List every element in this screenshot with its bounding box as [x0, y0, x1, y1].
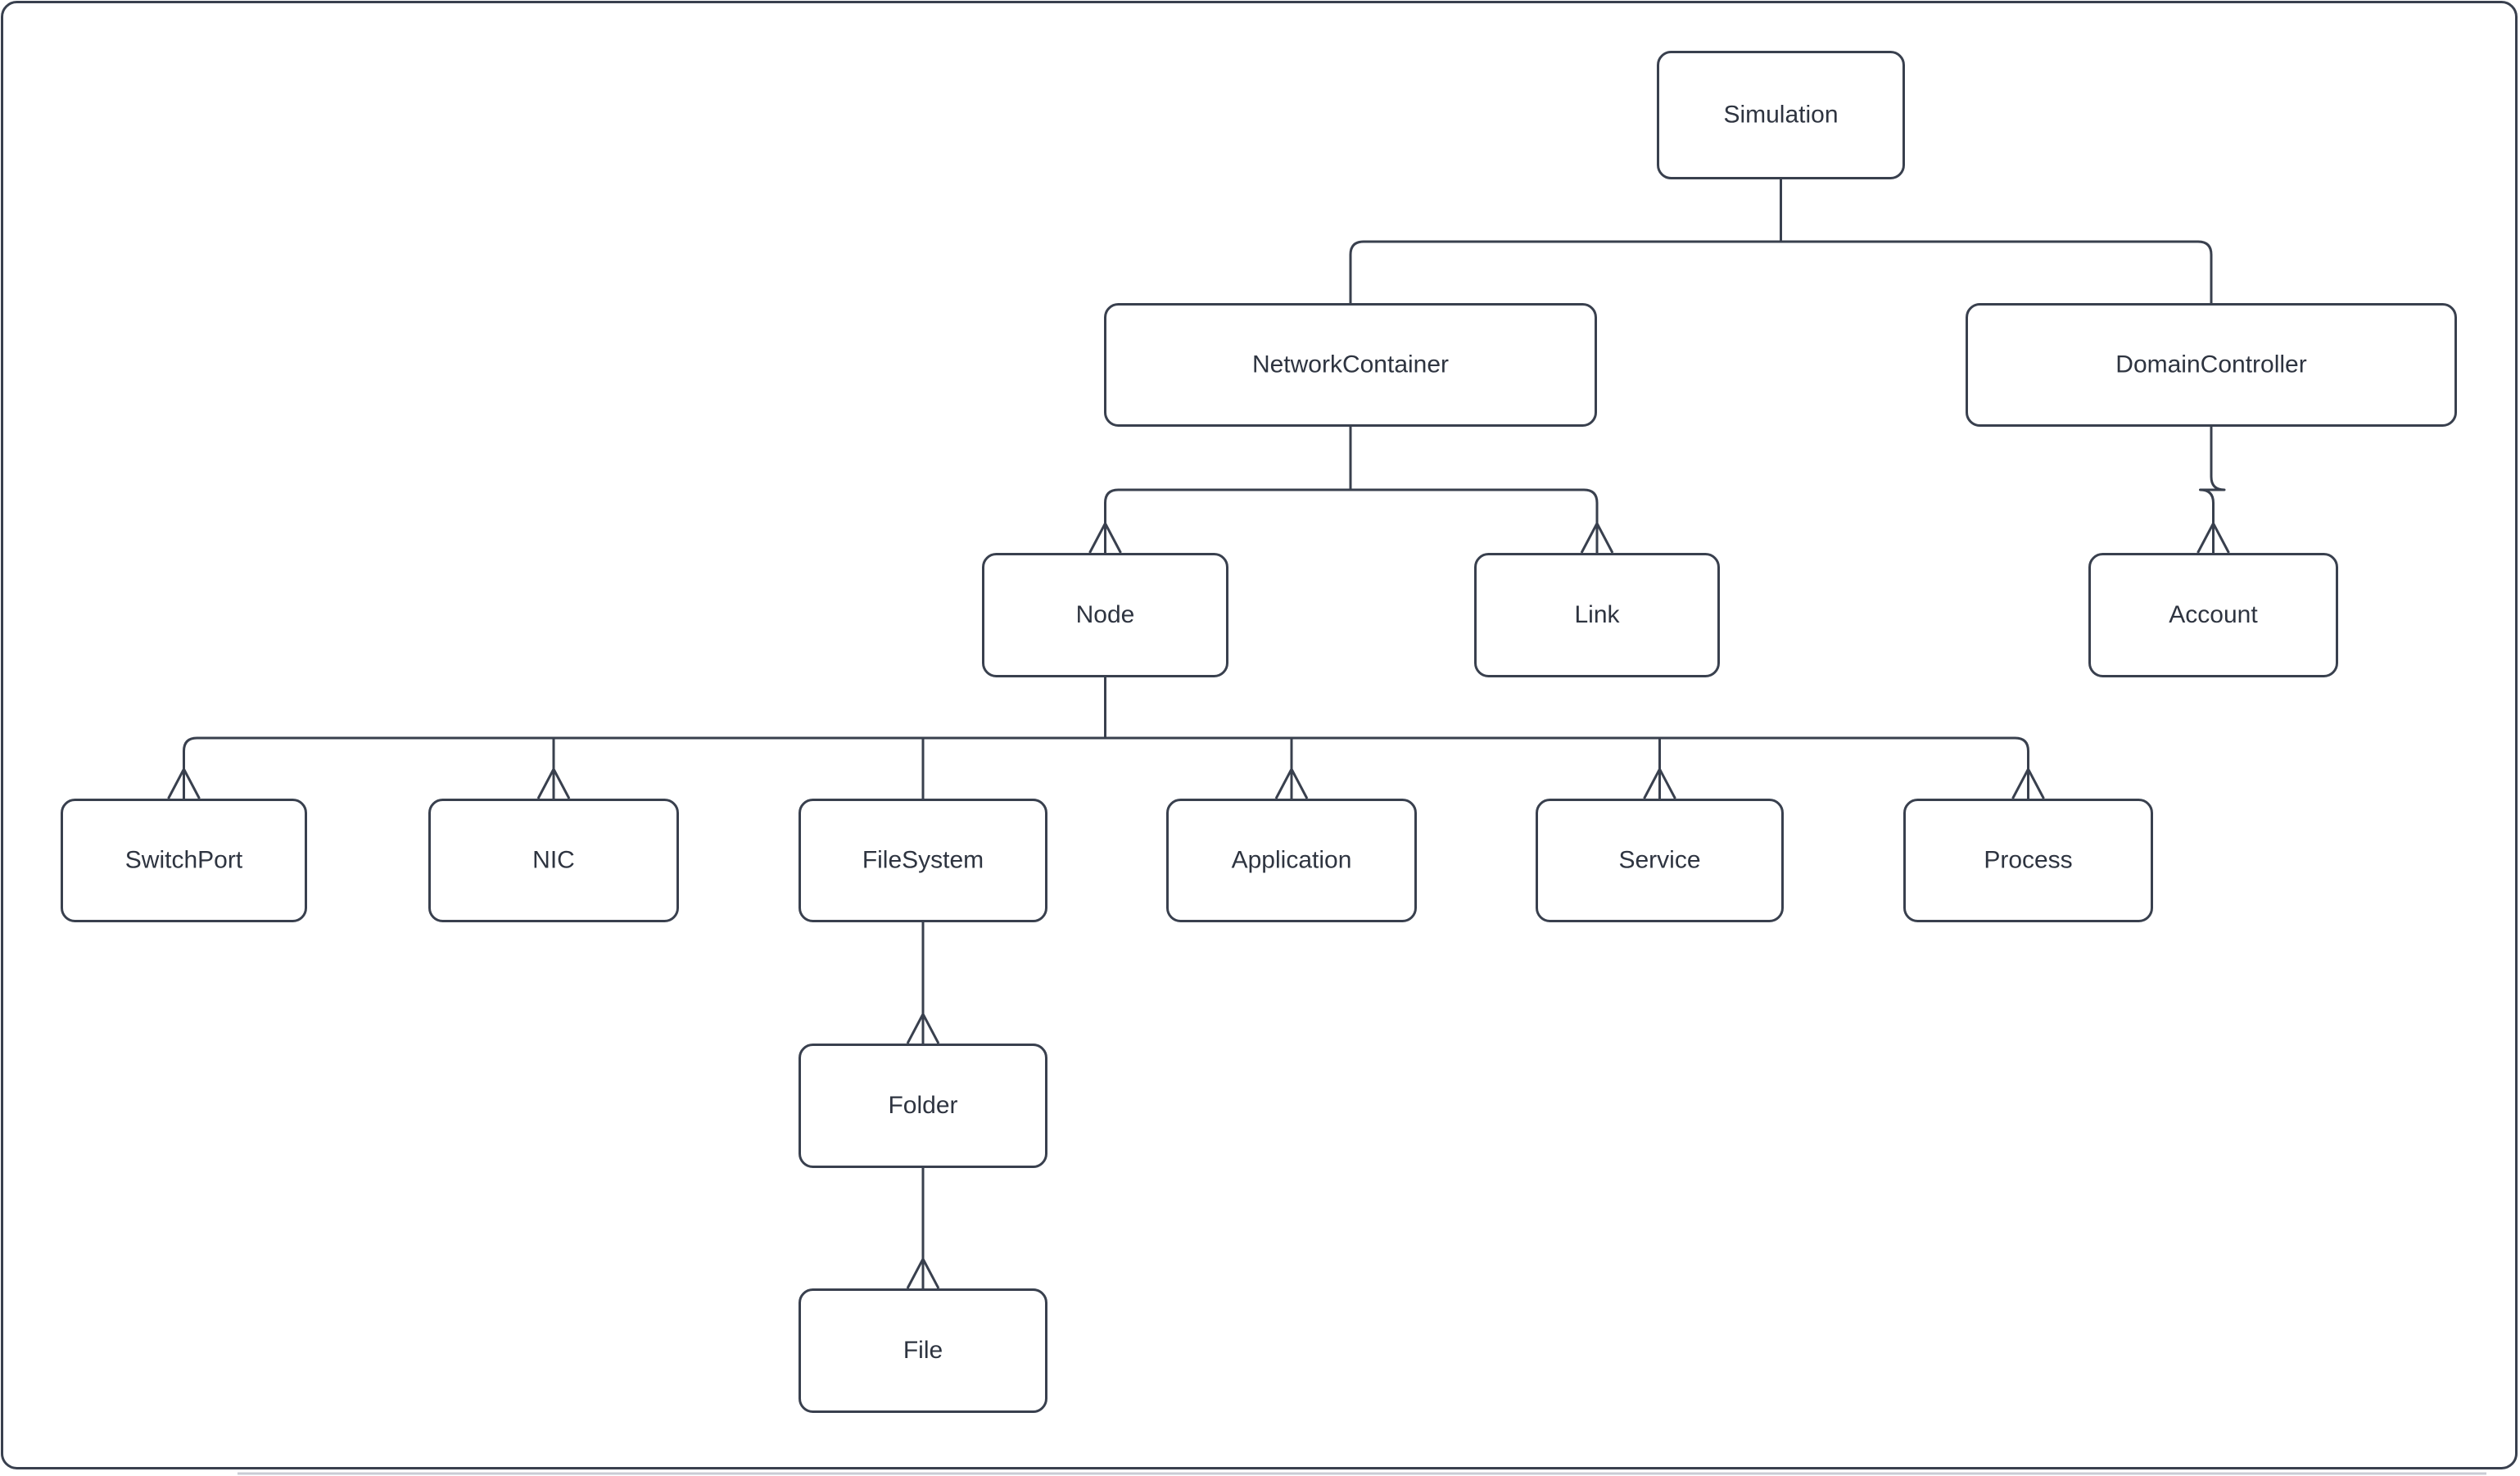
class-box-service[interactable]: Service	[1536, 799, 1784, 922]
class-box-label-filesystem: FileSystem	[862, 846, 984, 873]
arrowhead-node	[1088, 520, 1122, 554]
class-box-label-service: Service	[1618, 846, 1700, 873]
edge-simulation-to-domaincontroller	[2197, 240, 2213, 303]
class-box-label-networkcontainer: NetworkContainer	[1252, 351, 1449, 378]
class-box-filesystem[interactable]: FileSystem	[799, 799, 1047, 922]
edge-networkcontainer-to-link	[1583, 488, 1599, 553]
class-box-label-process: Process	[1984, 846, 2072, 873]
class-box-label-domaincontroller: DomainController	[2115, 351, 2306, 378]
class-box-folder[interactable]: Folder	[799, 1044, 1047, 1168]
class-box-rect-folder	[799, 1044, 1047, 1168]
class-box-process[interactable]: Process	[1903, 799, 2153, 922]
class-box-rect-domaincontroller	[1966, 303, 2457, 427]
arrowhead-process	[2011, 766, 2045, 799]
class-box-rect-filesystem	[799, 799, 1047, 922]
class-box-rect-account	[2088, 553, 2338, 677]
arrowhead-link	[1580, 520, 1614, 554]
class-box-networkcontainer[interactable]: NetworkContainer	[1104, 303, 1597, 427]
edge-node-to-process	[2015, 736, 2029, 799]
arrowhead-switchport	[167, 766, 201, 799]
class-box-account[interactable]: Account	[2088, 553, 2338, 677]
class-box-label-switchport: SwitchPort	[125, 846, 243, 873]
class-box-rect-service	[1536, 799, 1784, 922]
arrowhead-application	[1274, 766, 1309, 799]
class-box-label-node: Node	[1076, 601, 1135, 628]
edge-domaincontroller-to-account	[2199, 427, 2226, 553]
class-box-nic[interactable]: NIC	[428, 799, 679, 922]
arrowhead-folder	[906, 1011, 940, 1044]
class-box-switchport[interactable]: SwitchPort	[61, 799, 307, 922]
class-box-application[interactable]: Application	[1166, 799, 1417, 922]
edge-node-to-switchport	[183, 736, 197, 799]
arrowhead-file	[906, 1256, 940, 1289]
class-box-domaincontroller[interactable]: DomainController	[1966, 303, 2457, 427]
class-box-label-nic: NIC	[532, 846, 575, 873]
class-box-label-simulation: Simulation	[1723, 101, 1838, 128]
class-box-label-folder: Folder	[888, 1092, 957, 1119]
arrowhead-nic	[536, 766, 571, 799]
class-box-node[interactable]: Node	[982, 553, 1228, 677]
class-box-rect-link	[1474, 553, 1720, 677]
class-box-rect-node	[982, 553, 1228, 677]
class-box-label-file: File	[903, 1337, 943, 1364]
class-box-file[interactable]: File	[799, 1288, 1047, 1413]
class-box-label-account: Account	[2169, 601, 2258, 628]
arrowhead-account	[2197, 520, 2230, 554]
arrowhead-service	[1643, 766, 1676, 799]
class-box-rect-networkcontainer	[1104, 303, 1597, 427]
class-box-label-application: Application	[1232, 846, 1352, 873]
class-box-label-link: Link	[1574, 601, 1620, 628]
class-box-simulation[interactable]: Simulation	[1657, 51, 1905, 179]
class-box-link[interactable]: Link	[1474, 553, 1720, 677]
edge-networkcontainer-to-node	[1104, 488, 1119, 553]
class-box-rect-file	[799, 1288, 1047, 1413]
class-box-rect-application	[1166, 799, 1417, 922]
edge-layer	[167, 179, 2230, 1289]
class-box-rect-process	[1903, 799, 2153, 922]
edge-simulation-to-networkcontainer	[1349, 240, 1364, 303]
class-box-rect-nic	[428, 799, 679, 922]
class-box-rect-switchport	[61, 799, 307, 922]
class-box-rect-simulation	[1657, 51, 1905, 179]
